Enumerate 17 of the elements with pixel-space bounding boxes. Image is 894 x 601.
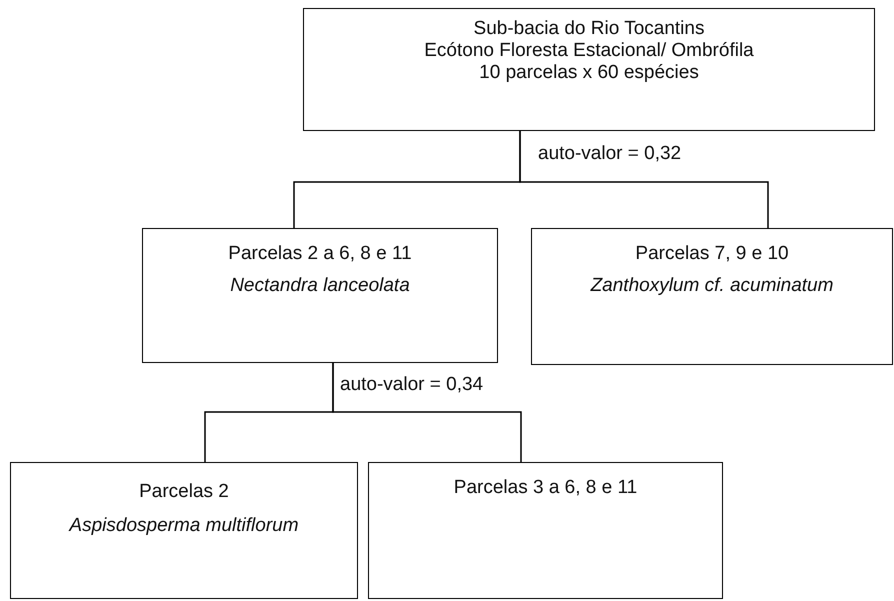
process-box [10,462,358,599]
box-heading: Ecótono Floresta Estacional/ Ombrófila [424,40,754,62]
process-box [531,228,893,365]
box-heading: Parcelas 2 a 6, 8 e 11 [228,243,412,265]
box-heading: Parcelas 3 a 6, 8 e 11 [454,477,638,499]
box-heading: 10 parcelas x 60 espécies [479,62,699,84]
box-heading: Parcelas 2 [139,481,229,503]
connector-line [332,363,522,462]
box-heading: Parcelas 7, 9 e 10 [635,243,789,265]
box-heading: Sub-bacia do Rio Tocantins [474,18,704,40]
process-box [303,8,875,131]
species-name: Zanthoxylum cf. acuminatum [590,275,834,297]
process-box [368,462,723,599]
species-name: Aspisdosperma multiflorum [69,515,299,537]
species-name: Nectandra lanceolata [230,275,410,297]
connector-line [519,131,769,228]
process-box [142,228,498,363]
